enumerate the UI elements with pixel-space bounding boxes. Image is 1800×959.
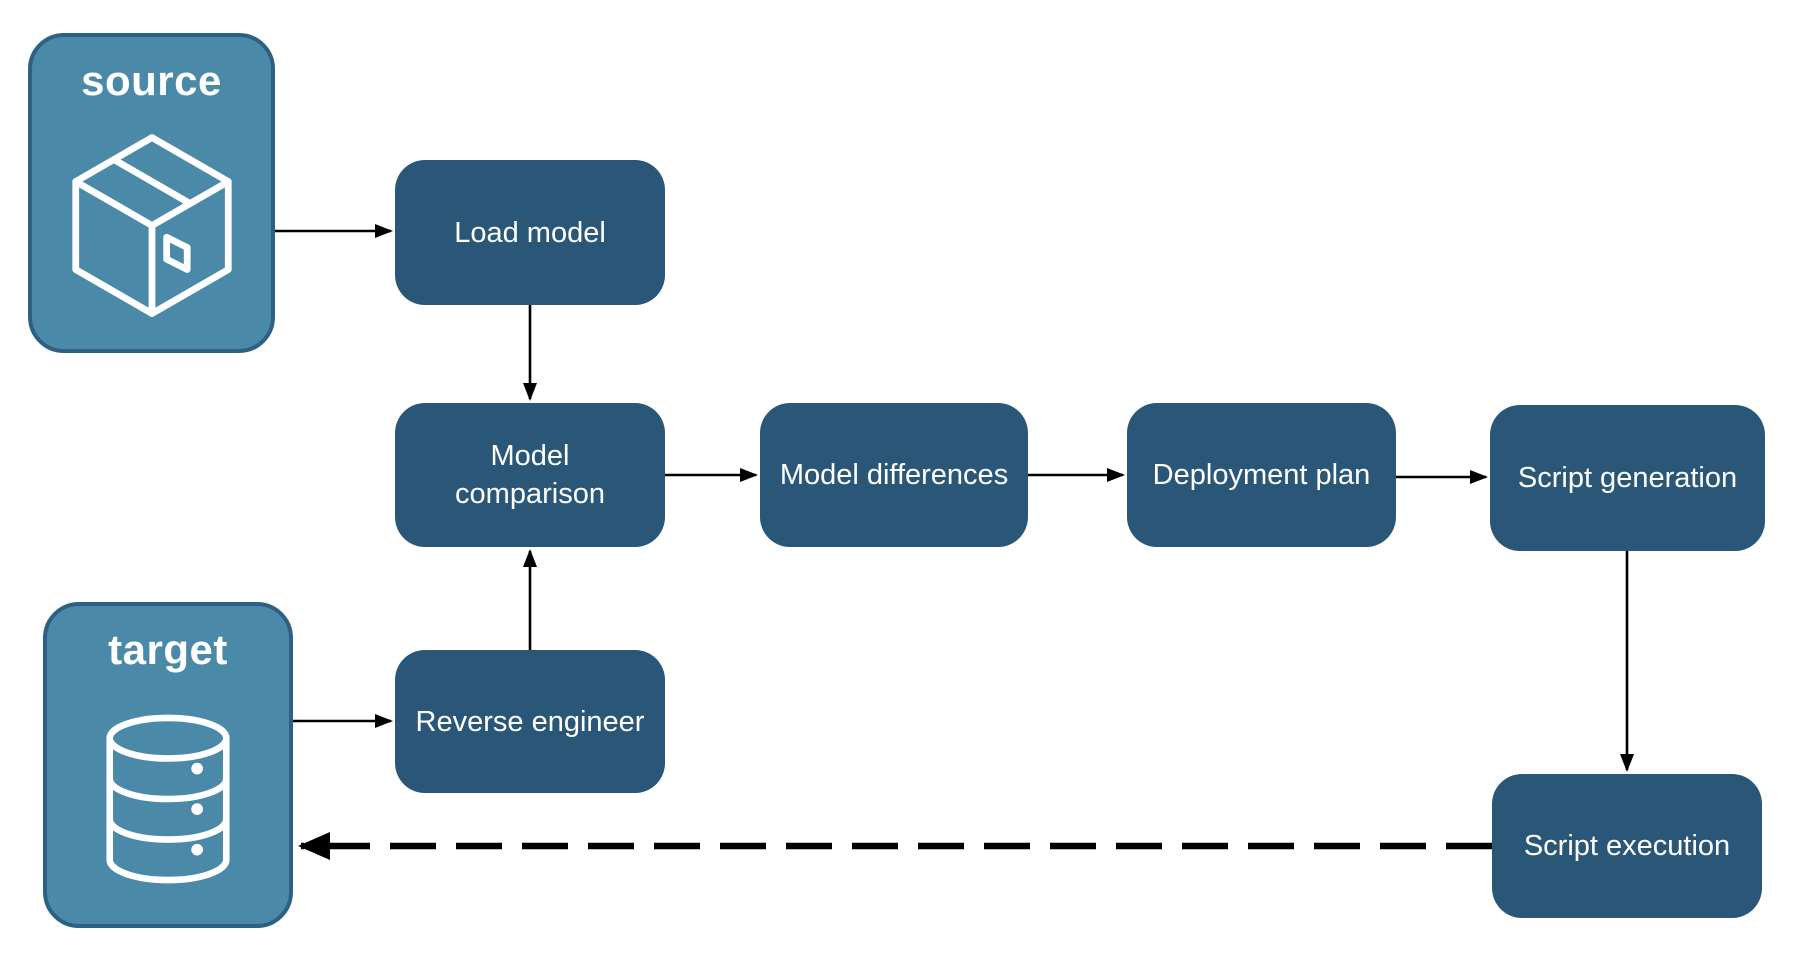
node-label: Deployment plan — [1152, 459, 1371, 491]
endpoint-source: source — [28, 33, 275, 353]
node-model-comparison: Model comparison — [395, 403, 665, 547]
node-label: Model differences — [779, 459, 1009, 491]
package-icon — [32, 105, 271, 349]
node-label: Model comparison — [455, 440, 605, 510]
database-icon — [47, 674, 289, 924]
node-reverse-engineer: Reverse engineer — [395, 650, 665, 793]
node-script-generation: Script generation — [1490, 405, 1765, 551]
node-label: Script generation — [1517, 462, 1738, 494]
node-deployment-plan: Deployment plan — [1127, 403, 1396, 547]
node-label: Reverse engineer — [415, 705, 645, 738]
endpoint-target: target — [43, 602, 293, 928]
node-label: Load model — [454, 216, 606, 249]
target-label: target — [108, 626, 228, 673]
source-label: source — [81, 57, 222, 104]
node-model-differences: Model differences — [760, 403, 1028, 547]
node-load-model: Load model — [395, 160, 665, 305]
node-label: Script execution — [1523, 830, 1731, 862]
node-script-execution: Script execution — [1492, 774, 1762, 918]
